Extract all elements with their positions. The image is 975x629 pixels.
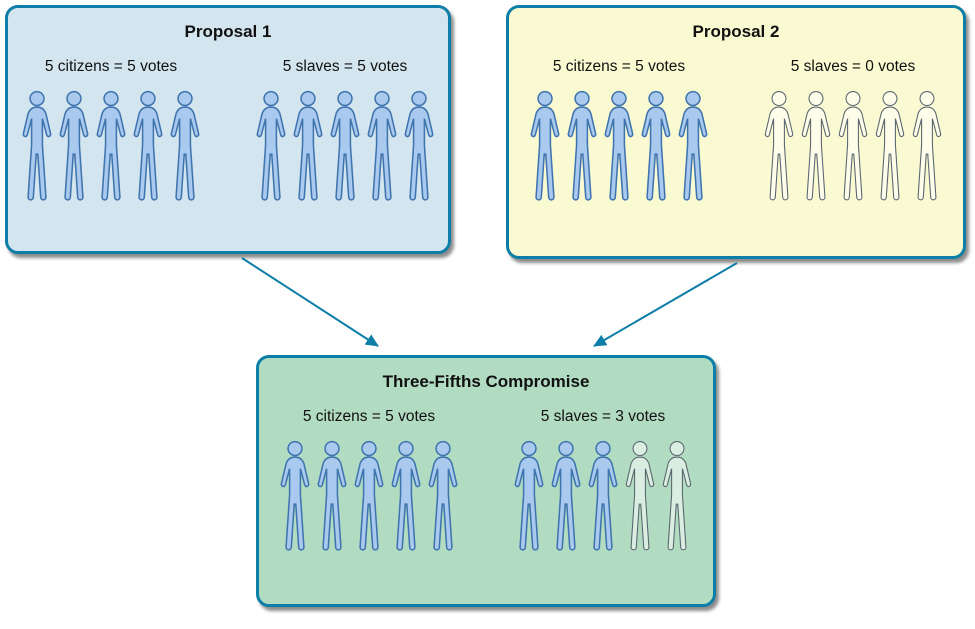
person-filled-icon xyxy=(256,90,286,201)
person-filled-icon xyxy=(428,440,458,551)
proposal-1-slaves-label: 5 slaves = 5 votes xyxy=(282,58,408,75)
person-filled-icon xyxy=(330,90,360,201)
person-outline-icon xyxy=(764,91,794,201)
proposal-2-title: Proposal 2 xyxy=(692,22,780,41)
arrow-proposal1-to-compromise xyxy=(241,257,379,347)
person-outline-icon xyxy=(801,91,831,201)
person-outline-icon xyxy=(875,91,905,201)
proposal-2-slaves-figures xyxy=(762,88,944,208)
person-filled-icon xyxy=(567,90,597,201)
proposal-1-groups: 5 citizens = 5 votes 5 slaves = 5 votes xyxy=(8,58,448,208)
proposal-2-citizens-group: 5 citizens = 5 votes xyxy=(528,58,710,208)
person-outline-icon xyxy=(912,91,942,201)
person-outline-icon xyxy=(662,441,692,551)
proposal-1-slaves-figures xyxy=(254,88,436,208)
proposal-2-citizens-label: 5 citizens = 5 votes xyxy=(552,58,686,75)
compromise-slaves-group: 5 slaves = 3 votes xyxy=(512,408,694,558)
person-filled-icon xyxy=(133,90,163,201)
proposal-2-slaves-label: 5 slaves = 0 votes xyxy=(790,58,916,75)
compromise-citizens-figures xyxy=(278,438,460,558)
person-outline-icon xyxy=(625,441,655,551)
proposal-1-citizens-figures xyxy=(20,88,202,208)
person-filled-icon xyxy=(678,90,708,201)
proposal-1-citizens-label: 5 citizens = 5 votes xyxy=(44,58,178,75)
person-filled-icon xyxy=(293,90,323,201)
compromise-citizens-group: 5 citizens = 5 votes xyxy=(278,408,460,558)
proposal-1-title: Proposal 1 xyxy=(184,22,272,41)
arrow-proposal2-to-compromise xyxy=(593,262,738,347)
person-filled-icon xyxy=(530,90,560,201)
person-filled-icon xyxy=(317,440,347,551)
compromise-slaves-figures xyxy=(512,438,694,558)
person-filled-icon xyxy=(367,90,397,201)
person-filled-icon xyxy=(551,440,581,551)
person-filled-icon xyxy=(514,440,544,551)
person-outline-icon xyxy=(838,91,868,201)
person-filled-icon xyxy=(404,90,434,201)
proposal-2-box: Proposal 2 5 citizens = 5 votes 5 slaves… xyxy=(506,5,966,259)
person-filled-icon xyxy=(22,90,52,201)
person-filled-icon xyxy=(604,90,634,201)
proposal-2-citizens-figures xyxy=(528,88,710,208)
compromise-citizens-label: 5 citizens = 5 votes xyxy=(302,408,436,425)
person-filled-icon xyxy=(59,90,89,201)
person-filled-icon xyxy=(641,90,671,201)
compromise-box: Three-Fifths Compromise 5 citizens = 5 v… xyxy=(256,355,716,607)
proposal-1-box: Proposal 1 5 citizens = 5 votes 5 slaves… xyxy=(5,5,451,254)
person-filled-icon xyxy=(96,90,126,201)
proposal-2-slaves-group: 5 slaves = 0 votes xyxy=(762,58,944,208)
proposal-2-groups: 5 citizens = 5 votes 5 slaves = 0 votes xyxy=(509,58,963,208)
compromise-groups: 5 citizens = 5 votes 5 slaves = 3 votes xyxy=(259,408,713,558)
person-filled-icon xyxy=(588,440,618,551)
person-filled-icon xyxy=(391,440,421,551)
person-filled-icon xyxy=(170,90,200,201)
person-filled-icon xyxy=(354,440,384,551)
compromise-slaves-label: 5 slaves = 3 votes xyxy=(540,408,666,425)
proposal-1-citizens-group: 5 citizens = 5 votes xyxy=(20,58,202,208)
proposal-1-slaves-group: 5 slaves = 5 votes xyxy=(254,58,436,208)
person-filled-icon xyxy=(280,440,310,551)
compromise-title: Three-Fifths Compromise xyxy=(382,372,590,391)
